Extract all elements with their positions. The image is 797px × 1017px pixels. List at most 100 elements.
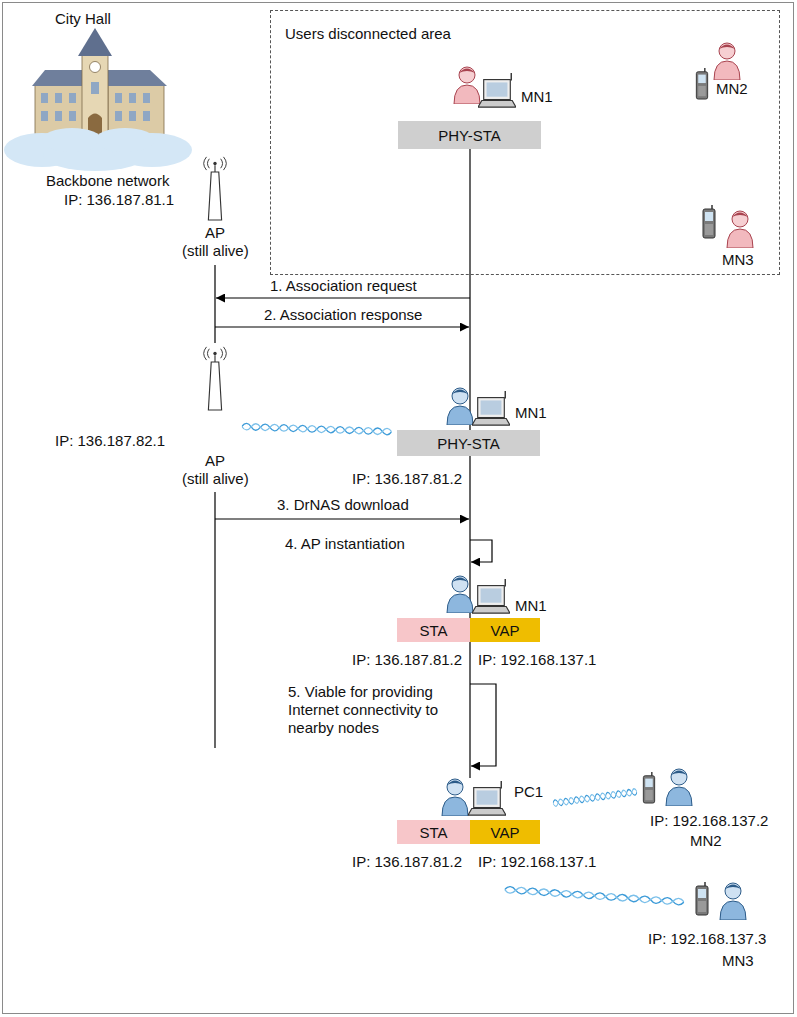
ip-address: IP: 192.168.137.1	[478, 651, 596, 669]
wireless-link	[504, 886, 684, 905]
city-hall-building	[143, 111, 150, 121]
backbone-cloud	[4, 128, 192, 171]
phy-sta-bar: PHY-STA	[398, 121, 541, 149]
network-label: Backbone network	[46, 172, 169, 190]
city-hall-building	[32, 70, 85, 86]
city-hall-building	[82, 55, 108, 135]
node-text: Users disconnected area	[285, 25, 451, 42]
disconnected-area: Users disconnected areaPHY-STA	[270, 10, 780, 275]
city-hall-building	[41, 111, 48, 121]
ap-label: AP	[205, 224, 225, 242]
node-name: MN1	[521, 88, 553, 106]
user-icon	[442, 43, 753, 920]
user-icon	[696, 882, 708, 915]
user-icon	[714, 43, 740, 80]
user-icon	[472, 579, 510, 613]
ip-address: IP: 192.168.137.2	[650, 812, 768, 830]
message-arrow	[470, 684, 496, 766]
message-label: 3. DrNAS download	[277, 496, 409, 514]
city-hall-building	[41, 93, 48, 103]
ip-address: IP: 136.187.81.1	[64, 191, 174, 209]
lifeline	[214, 265, 215, 343]
node-name: MN1	[515, 597, 547, 615]
backbone-cloud	[42, 128, 102, 152]
vap-box: VAP	[470, 820, 540, 844]
user-icon	[666, 769, 692, 806]
city-hall-building	[41, 82, 150, 121]
user-icon	[696, 68, 707, 99]
user-icon	[447, 576, 473, 613]
access-point-icon	[204, 347, 227, 410]
wireless-link	[242, 423, 685, 905]
ip-address: IP: 192.168.137.1	[478, 853, 596, 871]
city-hall-building	[35, 85, 85, 135]
node-name: MN2	[716, 80, 748, 98]
sta-box: STA	[397, 820, 470, 844]
ap-status: (still alive)	[182, 242, 249, 260]
city-hall-building	[115, 93, 122, 103]
city-hall-building	[91, 82, 99, 94]
lifeline	[214, 492, 215, 748]
city-hall-building	[69, 93, 76, 103]
ip-address: IP: 192.168.137.3	[648, 930, 766, 948]
node-text: PHY-STA	[437, 435, 500, 452]
phy-sta-bar: PHY-STA	[397, 430, 540, 456]
message-arrow	[215, 298, 496, 766]
city-hall-building	[90, 62, 101, 73]
user-icon	[468, 781, 506, 815]
access-point-icon	[204, 157, 227, 220]
lifeline	[215, 148, 470, 778]
user-icon	[454, 67, 480, 104]
user-icon	[442, 779, 468, 816]
city-hall-building	[143, 93, 150, 103]
ip-address: IP: 136.187.81.2	[352, 853, 462, 871]
city-hall-building	[55, 93, 62, 103]
city-hall-building	[32, 28, 167, 135]
user-icon	[472, 391, 510, 425]
city-hall-building	[108, 85, 164, 135]
ip-address: IP: 136.187.82.1	[55, 432, 165, 450]
wireless-link	[242, 423, 392, 435]
sta-box: STA	[397, 618, 470, 642]
step-label: 4. AP instantiation	[285, 535, 405, 553]
city-hall-building	[115, 111, 122, 121]
user-icon	[703, 205, 715, 238]
city-hall-building	[129, 111, 136, 121]
message-label: 2. Association response	[264, 306, 422, 324]
wireless-link	[242, 423, 392, 435]
city-hall-building	[55, 111, 62, 121]
city-hall-building	[78, 28, 112, 56]
message-arrow	[215, 326, 469, 327]
city-hall-building	[69, 111, 76, 121]
ip-address: IP: 136.187.81.2	[352, 651, 462, 669]
wireless-link	[552, 788, 637, 806]
user-icon	[720, 883, 746, 920]
node-text: VAP	[491, 824, 520, 841]
city-hall-building	[129, 93, 136, 103]
node-text: STA	[419, 824, 447, 841]
backbone-cloud	[95, 128, 155, 152]
node-text: PHY-STA	[438, 127, 501, 144]
node-name: MN3	[722, 251, 754, 269]
vap-box: VAP	[470, 618, 540, 642]
node-name: MN1	[515, 404, 547, 422]
ap-label: AP	[205, 452, 225, 470]
message-arrow	[470, 540, 492, 562]
ap-status: (still alive)	[182, 470, 249, 488]
wireless-link	[504, 886, 684, 905]
message-label: 1. Association request	[270, 277, 417, 295]
message-arrow	[215, 518, 469, 519]
city-hall-building	[108, 70, 167, 86]
user-icon	[447, 388, 473, 425]
ip-address: IP: 136.187.81.2	[352, 470, 462, 488]
node-name: MN2	[690, 832, 722, 850]
user-icon	[727, 211, 753, 248]
node-name: MN3	[722, 952, 754, 970]
step-label: 5. Viable for providing Internet connect…	[288, 683, 458, 737]
node-text: VAP	[491, 622, 520, 639]
message-arrow	[216, 297, 470, 298]
figure-frame	[3, 3, 794, 1014]
user-icon	[643, 772, 654, 803]
wireless-link	[552, 788, 637, 806]
